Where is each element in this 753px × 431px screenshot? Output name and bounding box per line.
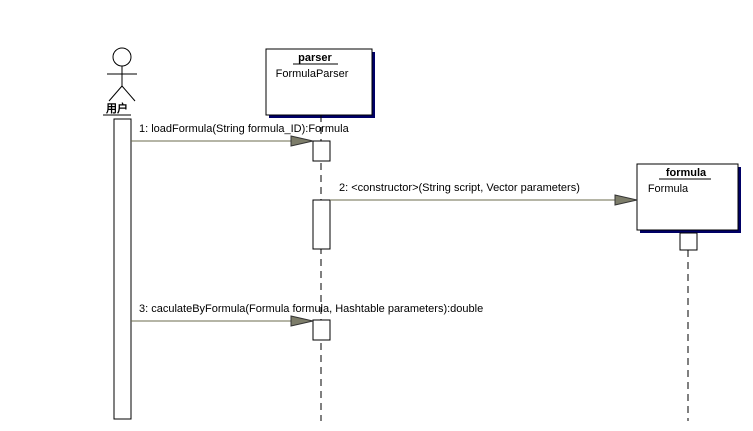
message-3-arrowhead	[290, 315, 314, 327]
actor-name: 用户	[106, 101, 128, 115]
object-formula-class: Formula	[648, 183, 689, 195]
formula-activation	[679, 232, 698, 251]
object-formula-instance: formula	[666, 167, 707, 179]
message-2-label: 2: <constructor>(String script, Vector p…	[339, 182, 580, 194]
message-1-label: 1: loadFormula(String formula_ID):Formul…	[139, 123, 350, 135]
object-formula-box	[636, 163, 739, 231]
message-3-label: 3: caculateByFormula(Formula formula, Ha…	[139, 303, 483, 315]
object-parser-instance: parser	[298, 52, 332, 64]
object-formula[interactable]: formula Formula	[636, 163, 741, 233]
message-1[interactable]: 1: loadFormula(String formula_ID):Formul…	[131, 123, 350, 147]
parser-activation-1	[312, 140, 331, 162]
object-parser[interactable]: parser FormulaParser	[265, 48, 375, 118]
message-1-arrowhead	[290, 135, 314, 147]
message-2[interactable]: 2: <constructor>(String script, Vector p…	[330, 182, 638, 206]
actor-activation-bar	[113, 118, 132, 420]
parser-activation-2	[312, 199, 331, 250]
actor-user[interactable]: 用户	[103, 47, 137, 116]
actor-head	[112, 47, 132, 67]
message-3[interactable]: 3: caculateByFormula(Formula formula, Ha…	[131, 303, 483, 327]
parser-activation-3	[312, 319, 331, 341]
object-parser-box	[265, 48, 373, 116]
object-parser-class: FormulaParser	[276, 68, 349, 80]
message-2-arrowhead	[614, 194, 638, 206]
actor-right-leg	[121, 85, 136, 102]
actor-left-leg	[108, 85, 123, 102]
